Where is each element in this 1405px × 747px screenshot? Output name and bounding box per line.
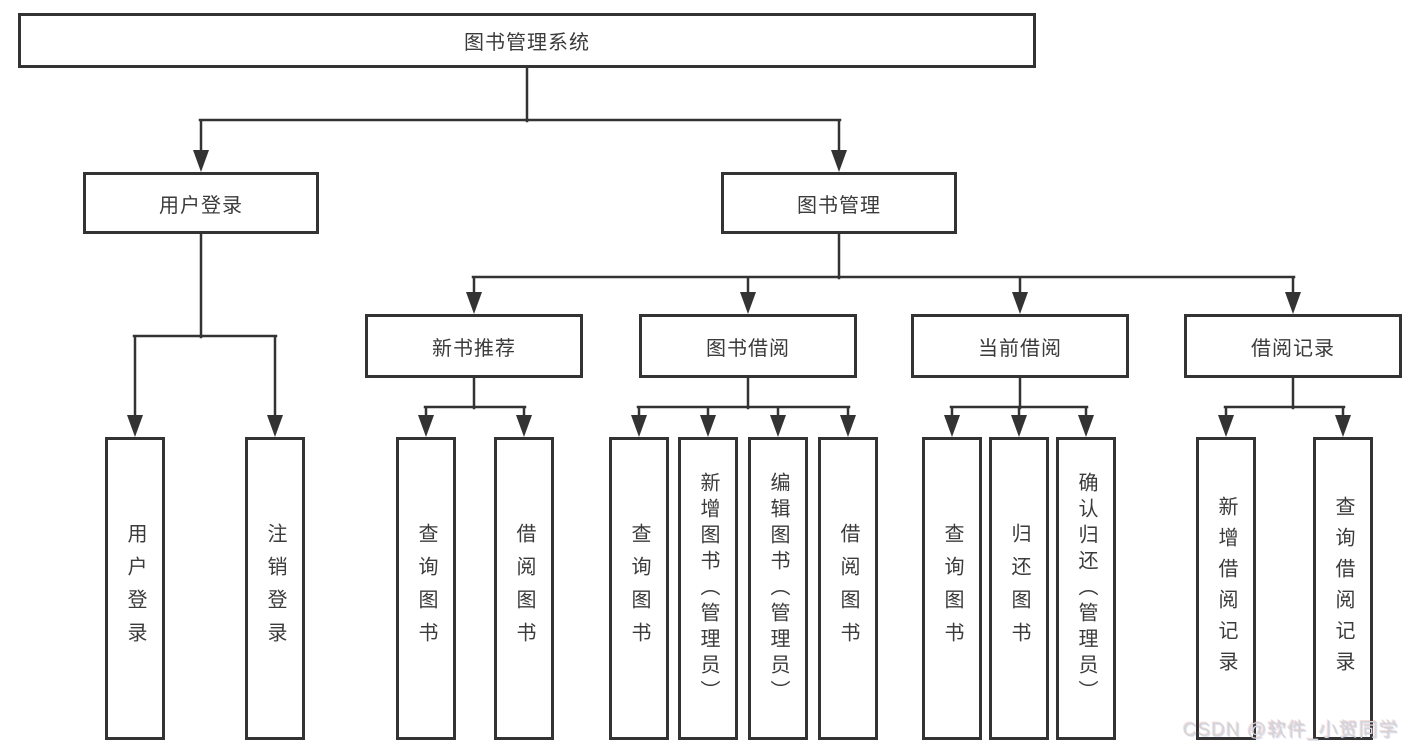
arrow-icon <box>1218 415 1234 437</box>
node-book-borrowing: 图书借阅 <box>639 314 857 378</box>
arrow-icon <box>840 415 856 437</box>
node-book-management: 图书管理 <box>721 172 957 234</box>
leaf-confirm-return-admin: 确认归还（管理员） <box>1056 437 1116 740</box>
arrow-icon <box>516 415 532 437</box>
arrow-icon <box>944 415 960 437</box>
arrow-icon <box>631 415 647 437</box>
tree-edges <box>132 66 1346 419</box>
arrow-icon <box>1078 415 1094 437</box>
arrowheads <box>127 150 1351 437</box>
leaf-query-borrow-record: 查询借阅记录 <box>1313 437 1373 740</box>
node-borrowing-records: 借阅记录 <box>1184 314 1402 378</box>
leaf-add-books-admin: 新增图书（管理员） <box>678 437 738 740</box>
arrow-icon <box>193 150 209 172</box>
leaf-query-books-recommend: 查询图书 <box>396 437 456 740</box>
leaf-add-borrow-record: 新增借阅记录 <box>1196 437 1256 740</box>
arrow-icon <box>1335 415 1351 437</box>
arrow-icon <box>267 415 283 437</box>
leaf-logout: 注销登录 <box>245 437 305 740</box>
arrow-icon <box>831 150 847 172</box>
arrow-icon <box>418 415 434 437</box>
node-user-login: 用户登录 <box>83 172 319 234</box>
arrow-icon <box>1011 415 1027 437</box>
csdn-watermark: CSDN @软件_小贺同学 <box>1183 720 1399 741</box>
node-new-book-recommendation: 新书推荐 <box>365 314 583 378</box>
arrow-icon <box>1012 292 1028 314</box>
arrow-icon <box>1285 292 1301 314</box>
leaf-borrow-books: 借阅图书 <box>818 437 878 740</box>
leaf-edit-books-admin: 编辑图书（管理员） <box>748 437 808 740</box>
arrow-icon <box>770 415 786 437</box>
arrow-icon <box>127 415 143 437</box>
leaf-query-books-current: 查询图书 <box>922 437 982 740</box>
arrow-icon <box>700 415 716 437</box>
arrow-icon <box>466 292 482 314</box>
leaf-borrow-books-recommend: 借阅图书 <box>494 437 554 740</box>
arrow-icon <box>740 292 756 314</box>
leaf-return-books: 归还图书 <box>989 437 1049 740</box>
leaf-query-books-borrowing: 查询图书 <box>609 437 669 740</box>
node-library-management-system: 图书管理系统 <box>18 13 1036 68</box>
leaf-user-login: 用户登录 <box>105 437 165 740</box>
node-current-borrowing: 当前借阅 <box>911 314 1129 378</box>
